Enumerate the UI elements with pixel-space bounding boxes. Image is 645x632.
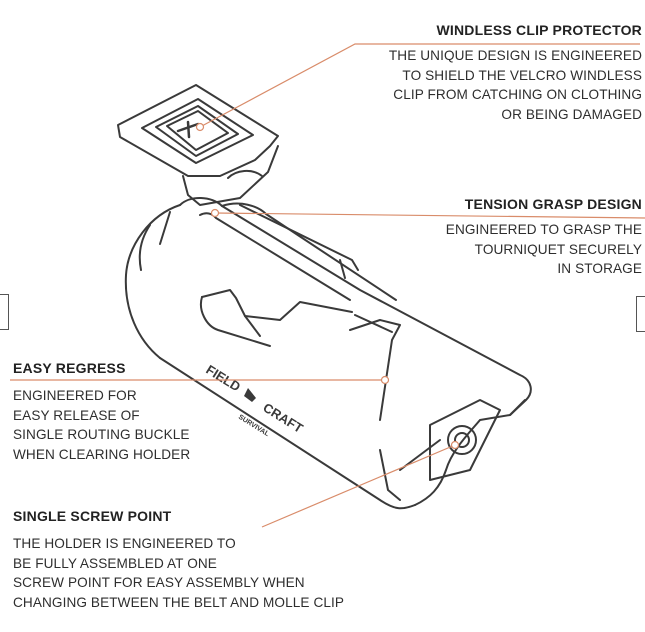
callout-title: WINDLESS CLIP PROTECTOR (436, 22, 642, 38)
holder-body (179, 197, 532, 416)
callout-title: EASY REGRESS (13, 360, 126, 376)
screw-point (447, 425, 477, 455)
callout-text: ENGINEERED FOR EASY RELEASE OF SINGLE RO… (13, 388, 191, 462)
right-edge-mark (636, 296, 645, 332)
callout-tension: TENSION GRASP DESIGN ENGINEERED TO GRASP… (380, 196, 642, 279)
marker-regress (380, 375, 390, 385)
callout-title: TENSION GRASP DESIGN (464, 196, 642, 212)
leader-screw (261, 444, 456, 528)
callout-title: SINGLE SCREW POINT (13, 508, 172, 524)
left-edge-mark (0, 294, 9, 330)
leader-windless (199, 43, 640, 128)
callout-screw: SINGLE SCREW POINT THE HOLDER IS ENGINEE… (13, 508, 373, 612)
callout-text: THE HOLDER IS ENGINEERED TO BE FULLY ASS… (13, 536, 345, 610)
callout-text: ENGINEERED TO GRASP THE TOURNIQUET SECUR… (445, 222, 642, 276)
callout-text: THE UNIQUE DESIGN IS ENGINEERED TO SHIEL… (388, 48, 642, 122)
plus-icon (176, 120, 200, 139)
marker-windless (195, 122, 205, 132)
callout-windless: WINDLESS CLIP PROTECTOR THE UNIQUE DESIG… (340, 22, 642, 124)
campfire-icon (244, 388, 256, 402)
marker-screw (450, 440, 460, 450)
callout-regress: EASY REGRESS ENGINEERED FOR EASY RELEASE… (13, 360, 273, 464)
marker-tension (210, 208, 220, 218)
leader-tension (214, 212, 645, 219)
